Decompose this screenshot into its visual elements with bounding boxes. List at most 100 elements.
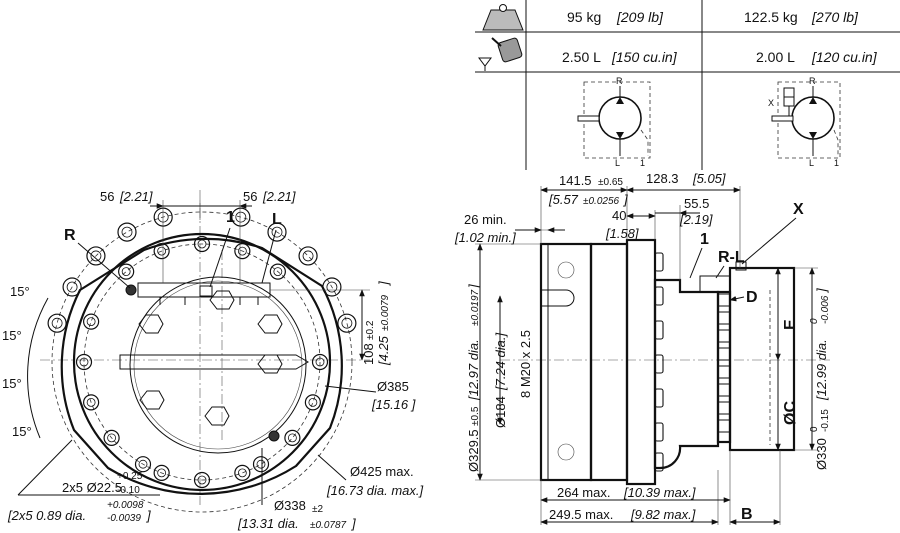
housing-bolt-inner (273, 267, 283, 277)
dim-26: 26 min. (464, 212, 507, 227)
flange-bolt-head (654, 286, 664, 306)
dim-249: 249.5 max. (549, 507, 613, 522)
housing-bolt (311, 353, 329, 371)
housing-bolt (193, 471, 211, 489)
schematic1-one: 1 (640, 158, 645, 168)
oil-col1-value: 2.50 L (562, 49, 601, 65)
dim-40: 40 (612, 208, 626, 223)
flange-hole (267, 222, 287, 242)
dim-184-in: [7.24 dia.] (493, 333, 508, 391)
holes-in-tol-up: +0.0098 (107, 500, 144, 511)
housing-bolt-inner (86, 397, 96, 407)
housing-bolt-inner (237, 468, 247, 478)
flange-hole-inner (121, 226, 133, 238)
rear-bolt-head (717, 311, 731, 325)
dim-26-in: [1.02 min.] (454, 230, 516, 245)
housing-bolt-inner (197, 239, 207, 249)
housing-bolt-inner (287, 433, 297, 443)
flange-bolt-head (654, 252, 664, 272)
dim-108-in-tol: ±0.0079 (380, 294, 391, 331)
housing-bolt (83, 394, 100, 411)
housing-bolt (75, 353, 93, 371)
dim-40-in: [1.58] (605, 226, 639, 241)
dim-425: Ø425 max. (350, 464, 414, 479)
weight-col1-value: 95 kg (567, 9, 601, 25)
flange-hole-inner (51, 317, 63, 329)
dim-330-tol-dn: -0.15 (820, 409, 831, 432)
schematic1-l: L (615, 158, 620, 168)
rear-bolt-head (717, 365, 731, 379)
dim-329-in: [12.97 dia. (466, 339, 481, 401)
dim-55-in: [2.19] (679, 212, 713, 227)
dim-385-in: [15.16 ] (371, 397, 416, 412)
oil-col2-value: 2.00 L (756, 49, 795, 65)
dim-264: 264 max. (557, 485, 610, 500)
weight-icon (482, 4, 524, 31)
side-rear-bolts (717, 293, 731, 433)
flange-bolt-head (654, 320, 664, 340)
angle-2: 15° (2, 328, 22, 343)
housing-bolt (234, 243, 251, 260)
flange-bolt-head (654, 354, 664, 374)
dim-m20: 8 M20 x 2.5 (518, 330, 533, 398)
housing-bolt (269, 263, 286, 280)
housing-bolt (252, 456, 270, 473)
dim-141-in-tol: ±0.0256 (583, 196, 620, 207)
angle-3: 15° (2, 376, 22, 391)
dim-330-in: [12.99 dia. (814, 339, 829, 401)
oil-col1-imperial: [150 cu.in] (611, 49, 678, 65)
rear-bolt-head (717, 293, 731, 307)
side-label-rl: R-L (718, 249, 745, 266)
housing-bolt-inner (308, 397, 318, 407)
dim-108-tol: ±0.2 (365, 320, 376, 340)
weight-col2-imperial: [270 lb] (811, 9, 859, 25)
flange-hole (86, 246, 106, 266)
dim-338: Ø338 (274, 498, 306, 513)
flange-hole-inner (341, 317, 353, 329)
rear-bolt-head (717, 419, 731, 433)
flange-hole (47, 313, 67, 333)
dim-56-right: 56 (243, 189, 257, 204)
housing-bolt-inner (237, 246, 247, 256)
dim-56-left: 56 (100, 189, 114, 204)
flange-hole-inner (66, 281, 78, 293)
housing-bolt-inner (157, 468, 167, 478)
flange-hole-inner (326, 281, 338, 293)
housing-bolt (118, 263, 135, 280)
dim-108-group: 108 ±0.2 (361, 320, 376, 365)
flange-hole (298, 246, 318, 266)
holes-callout: 2x5 Ø22.5 (62, 480, 122, 495)
weight-col2-value: 122.5 kg (744, 9, 798, 25)
side-flange-bolts (654, 252, 664, 472)
dim-108-in: [4.25 (376, 335, 391, 366)
side-label-e: E (782, 319, 799, 330)
dim-128-in: [5.05] (692, 171, 726, 186)
dim-330-in-close: ] (814, 288, 829, 294)
housing-bolt-inner (138, 459, 148, 469)
side-label-x: X (793, 201, 804, 218)
flange-hole-inner (90, 250, 102, 262)
housing-circle (72, 232, 332, 492)
flange-outline (60, 237, 343, 495)
housing-bolt-inner (107, 433, 117, 443)
side-rear-housing (653, 278, 720, 470)
side-view: 141.5 ±0.65 [5.57 ±0.0256 ] 128.3 [5.05]… (454, 171, 831, 525)
housing-bolt-inner (86, 317, 96, 327)
dim-329-tol: ±0.5 (470, 406, 481, 426)
rear-bolt-head (717, 401, 731, 415)
housing-bolt-inner (256, 459, 266, 469)
holes-tol-dn: -0.10 (117, 485, 140, 496)
housing-bolt (284, 429, 301, 446)
dim-128: 128.3 (646, 171, 679, 186)
dim-108-in-group: [4.25 ±0.0079 ] (376, 281, 391, 366)
hydraulic-schematic-2: R X L 1 (768, 76, 841, 168)
front-view: R 1 L 56 [2.21] 56 [2.21] 15° 15° 15° 15… (2, 189, 423, 531)
bolt-holes (47, 207, 357, 489)
housing-bolt (193, 235, 211, 253)
dim-184: Ø184 (493, 396, 508, 428)
oil-col2-imperial: [120 cu.in] (811, 49, 878, 65)
schematic2-l: L (809, 158, 814, 168)
dim-338-in-close: ] (350, 516, 356, 531)
dim-329-group: Ø329.5 ±0.5 [12.97 dia. ±0.0197 ] (466, 284, 481, 472)
